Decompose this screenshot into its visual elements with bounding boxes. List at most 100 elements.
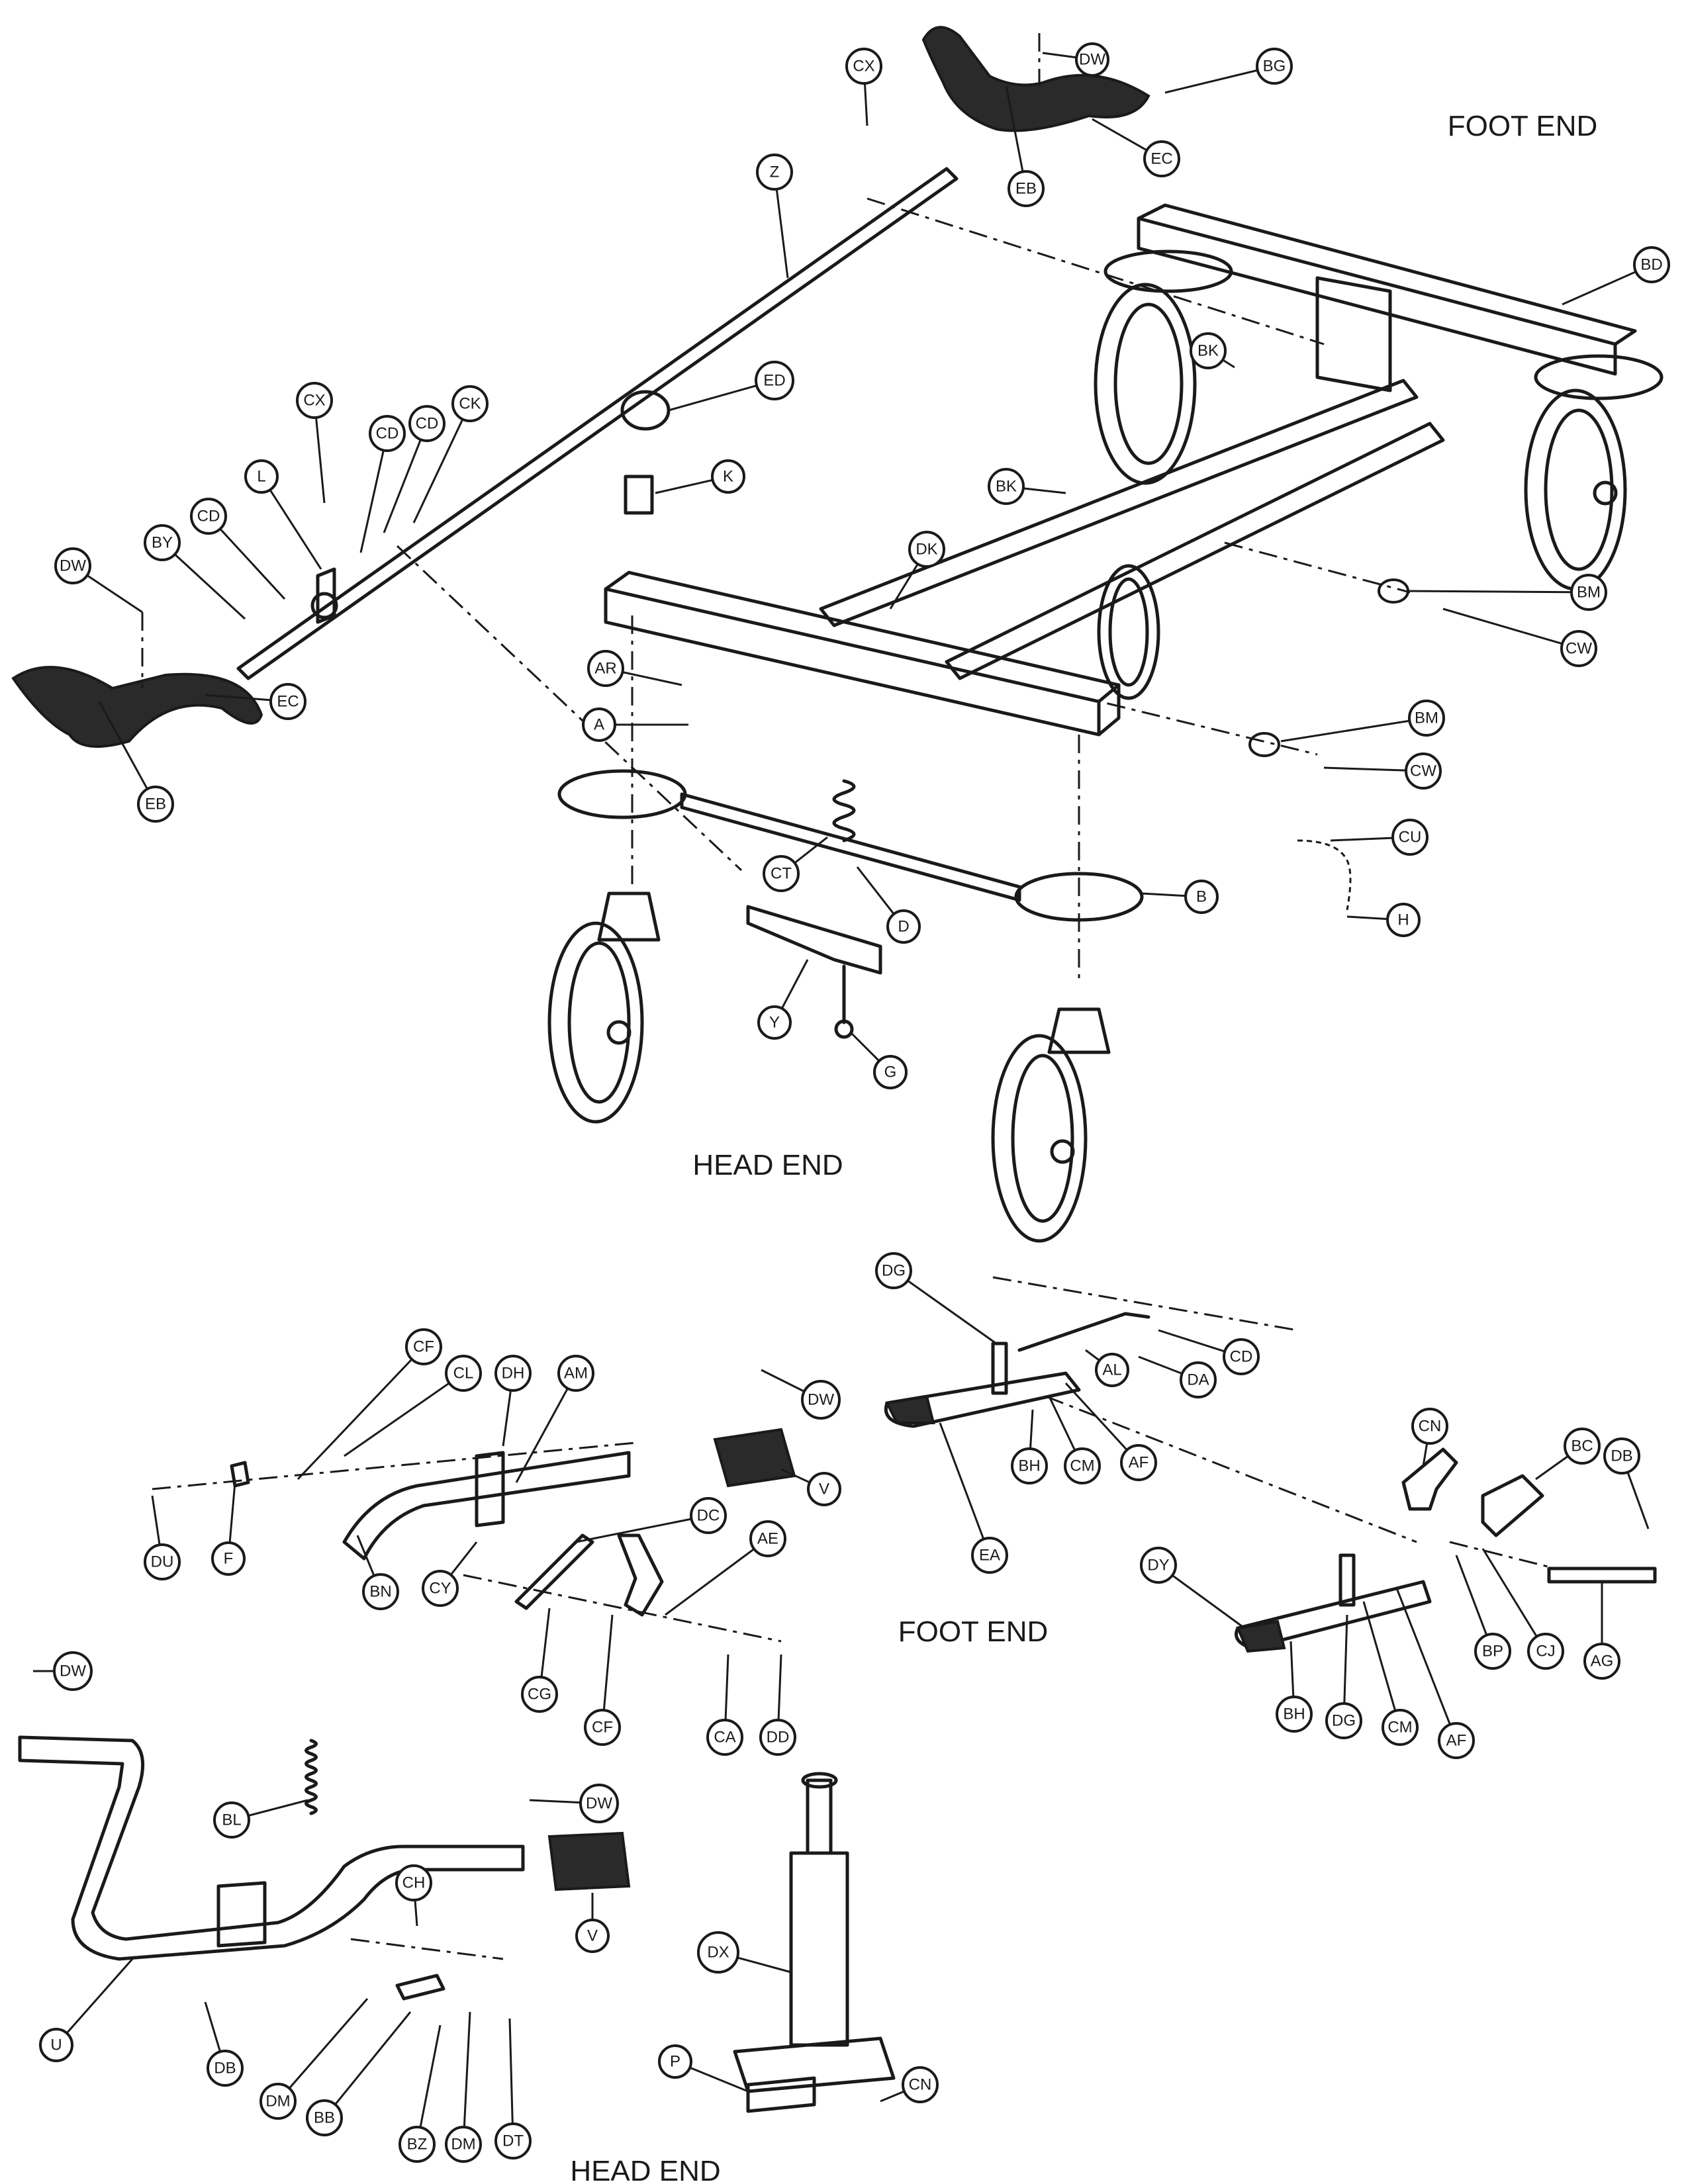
callout-ae: AE bbox=[665, 1520, 786, 1616]
callout-bd: BD bbox=[1562, 246, 1670, 306]
callout-leader-cd2 bbox=[383, 439, 422, 533]
callout-label-dm2: DM bbox=[451, 2136, 475, 2154]
callout-bb: BB bbox=[306, 2011, 412, 2136]
rod-bracket bbox=[316, 567, 336, 624]
callout-cj: CJ bbox=[1481, 1548, 1564, 1670]
callout-label-ck: CK bbox=[459, 395, 481, 413]
callout-label-cm1: CM bbox=[1070, 1457, 1094, 1475]
callout-al: AL bbox=[1085, 1349, 1129, 1387]
callout-cd4: CD bbox=[1158, 1329, 1260, 1375]
callout-bh2: BH bbox=[1276, 1641, 1313, 1733]
callout-dw3: DW bbox=[761, 1369, 841, 1420]
assembly-line bbox=[1449, 1541, 1556, 1570]
callout-label-cm2: CM bbox=[1387, 1719, 1412, 1737]
callout-leader-cl bbox=[344, 1382, 450, 1457]
callout-leader-by bbox=[174, 553, 246, 620]
callout-label-d: D bbox=[898, 918, 909, 936]
assembly-line bbox=[1045, 1395, 1417, 1543]
callout-leader-dm2 bbox=[463, 2011, 471, 2128]
callout-bubble-dw2 bbox=[54, 547, 91, 584]
callout-dy: DY bbox=[1140, 1547, 1245, 1629]
callout-leader-dw1 bbox=[1042, 52, 1077, 59]
cam-plate-left bbox=[1401, 1447, 1458, 1511]
callout-bubble-dw1 bbox=[1075, 42, 1109, 77]
callout-leader-ec1 bbox=[1092, 118, 1148, 152]
callout-label-bp: BP bbox=[1482, 1643, 1503, 1661]
callout-dw1: DW bbox=[1042, 42, 1109, 77]
callout-dc: DC bbox=[575, 1497, 727, 1543]
pump-fitting bbox=[746, 2076, 816, 2113]
base-frame-assembly bbox=[11, 26, 1664, 1243]
callout-ar: AR bbox=[587, 650, 682, 687]
callout-bubble-u bbox=[39, 2028, 73, 2062]
callout-bp: BP bbox=[1455, 1555, 1511, 1670]
callout-bubble-bl bbox=[213, 1801, 250, 1839]
callout-bubble-cf1 bbox=[405, 1328, 442, 1365]
cable-link bbox=[1297, 839, 1352, 911]
callout-label-dg1: DG bbox=[882, 1262, 906, 1280]
callout-db2: DB bbox=[204, 2001, 244, 2087]
callout-bg: BG bbox=[1164, 48, 1293, 94]
callout-label-dw2: DW bbox=[60, 557, 86, 575]
callout-label-bm1: BM bbox=[1577, 584, 1601, 602]
callout-bubble-cw2 bbox=[1405, 752, 1442, 790]
callout-label-cg: CG bbox=[528, 1686, 551, 1704]
callout-label-ec1: EC bbox=[1150, 150, 1172, 168]
callout-label-cu: CU bbox=[1399, 829, 1422, 846]
callout-bubble-dw4 bbox=[53, 1651, 93, 1691]
callout-label-cy: CY bbox=[429, 1580, 451, 1598]
callout-leader-ar bbox=[622, 671, 682, 686]
callout-bubble-cm1 bbox=[1064, 1447, 1101, 1484]
callout-bubble-bk2 bbox=[988, 468, 1025, 505]
callout-ea: EA bbox=[939, 1422, 1008, 1574]
callout-leader-bg bbox=[1164, 69, 1258, 94]
callout-leader-cd3 bbox=[219, 528, 286, 600]
u-bar bbox=[18, 1735, 525, 1961]
callout-label-cw2: CW bbox=[1410, 762, 1436, 780]
callout-ca: CA bbox=[706, 1654, 743, 1756]
callout-leader-cf2 bbox=[602, 1614, 614, 1711]
callout-leader-h bbox=[1346, 915, 1388, 921]
callout-leader-l bbox=[269, 489, 322, 570]
assembly-line bbox=[463, 1574, 782, 1643]
callout-bubble-cx2 bbox=[296, 382, 333, 419]
callout-leader-dc bbox=[575, 1518, 692, 1543]
callout-label-cn1: CN bbox=[1419, 1418, 1442, 1435]
callout-bubble-cn2 bbox=[902, 2066, 939, 2103]
callout-label-dw4: DW bbox=[60, 1662, 86, 1680]
callout-label-l: L bbox=[257, 468, 265, 486]
foot-end-label: FOOT END bbox=[1448, 110, 1598, 142]
callout-label-dm1: DM bbox=[265, 2093, 290, 2111]
assembly-line bbox=[350, 1938, 504, 1960]
callout-leader-ck bbox=[412, 418, 464, 523]
callout-d: D bbox=[856, 866, 921, 944]
upper-pedal-tip bbox=[885, 1394, 935, 1424]
callout-label-af1: AF bbox=[1129, 1454, 1149, 1472]
lower-pedal-arm bbox=[1235, 1580, 1432, 1650]
callout-label-dw3: DW bbox=[808, 1391, 834, 1409]
callout-leader-cn2 bbox=[880, 2090, 905, 2103]
callout-label-cd1: CD bbox=[376, 425, 399, 443]
callout-ag: AG bbox=[1583, 1582, 1620, 1680]
callout-bubble-f bbox=[211, 1541, 246, 1576]
callout-bubble-cm2 bbox=[1382, 1709, 1419, 1746]
callout-by: BY bbox=[144, 524, 246, 620]
rod-end-knob bbox=[310, 592, 338, 619]
callout-leader-dy bbox=[1172, 1574, 1245, 1629]
callout-leader-cx1 bbox=[863, 83, 868, 126]
callout-label-p: P bbox=[670, 2053, 680, 2071]
callout-leader-db2 bbox=[204, 2001, 221, 2052]
callout-bubble-bk1 bbox=[1190, 332, 1227, 369]
callout-leader-u bbox=[66, 1958, 134, 2034]
head-right-caster bbox=[991, 1007, 1111, 1243]
callout-bubble-l bbox=[244, 459, 279, 494]
pump-piston bbox=[806, 1778, 833, 1855]
callout-bubble-dg2 bbox=[1325, 1702, 1362, 1739]
callout-du: DU bbox=[144, 1495, 181, 1580]
callout-label-y: Y bbox=[769, 1014, 780, 1032]
callout-p: P bbox=[658, 2044, 749, 2093]
callout-f: F bbox=[211, 1482, 246, 1576]
callout-bubble-z bbox=[756, 154, 793, 191]
pedal-boss bbox=[475, 1451, 505, 1527]
head-cross-member-top bbox=[604, 570, 1121, 704]
